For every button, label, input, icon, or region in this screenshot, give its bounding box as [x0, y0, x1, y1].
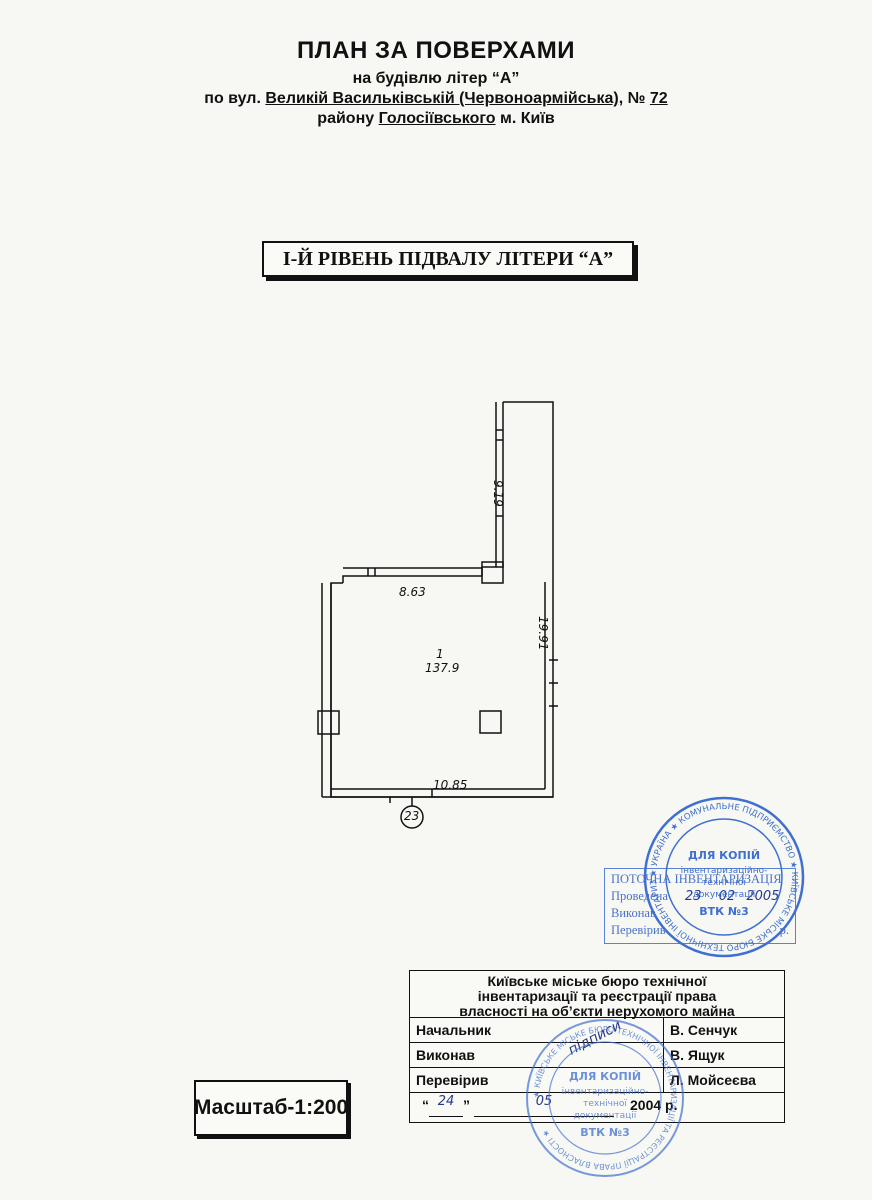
- scale-box: Масштаб-1:200: [194, 1080, 348, 1136]
- address-number: 72: [649, 90, 668, 107]
- bureau-date: “ 24 ” 05 2004 р.: [410, 1093, 784, 1117]
- round-stamp-bottom-inner2: інвентаризаційно-: [562, 1087, 649, 1097]
- inventory-stamp-line2: Проведена 23 02 2005: [611, 888, 789, 905]
- bureau-row-executed: Виконав В. Ящук: [410, 1043, 784, 1068]
- round-stamp-top-inner1: ДЛЯ КОПІЙ: [688, 849, 760, 862]
- bureau-header-line3: власності на об’єкти нерухомого майна: [459, 1003, 735, 1019]
- dimension-bottom: 10.85: [433, 778, 468, 792]
- date-year: 2004 р.: [630, 1097, 678, 1113]
- page-title: ПЛАН ЗА ПОВЕРХАМИ: [297, 37, 575, 64]
- bureau-title-block: Київське міське бюро технічної інвентари…: [409, 970, 785, 1123]
- inventory-date-month: 02: [718, 889, 736, 904]
- bureau-header-line1: Київське міське бюро технічної: [487, 973, 707, 989]
- date-day: 24: [429, 1093, 463, 1117]
- date-open-quote: “: [422, 1097, 429, 1113]
- round-stamp-top-code: ВТК №3: [699, 905, 749, 918]
- inventory-stamp-line4: Перевірив р.: [611, 922, 789, 939]
- level-label: І-Й РІВЕНЬ ПІДВАЛУ ЛІТЕРИ “А”: [282, 247, 614, 270]
- room-number: 1: [436, 647, 444, 661]
- column-corner: [481, 561, 504, 584]
- round-stamp-bottom-inner3: технічної: [583, 1099, 627, 1109]
- round-stamp-top-inner2: інвентаризаційно-: [681, 866, 768, 876]
- column-center: [479, 710, 502, 734]
- round-stamp-bottom-inner4: документації: [574, 1111, 637, 1121]
- bureau-row-date: “ 24 ” 05 2004 р.: [410, 1093, 784, 1117]
- bureau-row-checked: Перевірив Л. Мойсеєва: [410, 1068, 784, 1093]
- inventory-stamp: ПОТОЧНА ІНВЕНТАРИЗАЦІЯ Проведена 23 02 2…: [604, 868, 796, 944]
- column-left: [317, 710, 340, 735]
- bureau-name-executed: В. Ящук: [670, 1047, 725, 1063]
- bureau-name-checked: Л. Мойсеєва: [670, 1072, 756, 1088]
- address-street: Великій Васильківській (Червоноармійська…: [265, 90, 619, 107]
- city-name: м. Київ: [500, 110, 555, 127]
- bureau-role-executed: Виконав: [410, 1043, 664, 1067]
- round-stamp-top-inner4: документації: [693, 890, 756, 900]
- inventory-date-day: 23: [685, 889, 702, 904]
- bureau-role-head: Начальник: [410, 1018, 664, 1042]
- wall-inner: [342, 402, 504, 583]
- address-prefix: по вул.: [204, 90, 261, 107]
- bureau-header: Київське міське бюро технічної інвентари…: [410, 971, 784, 1019]
- round-stamp-bottom-outer: ★ КИЇВСЬКЕ МІСЬКЕ БЮРО ТЕХНІЧНОЇ ІНВЕНТА…: [532, 1025, 678, 1171]
- level-label-box: І-Й РІВЕНЬ ПІДВАЛУ ЛІТЕРИ “А”: [262, 241, 634, 277]
- floor-plan-walls: [317, 401, 558, 829]
- round-stamp-bottom-code: ВТК №3: [580, 1126, 630, 1139]
- room-area: 137.9: [425, 661, 460, 675]
- date-close-quote: ”: [463, 1097, 470, 1113]
- inventory-stamp-label-checked: Перевірив: [611, 923, 666, 937]
- dimension-top: 8.63: [399, 585, 426, 599]
- subtitle-district: району Голосіївського м. Київ: [0, 110, 872, 128]
- district-prefix: району: [317, 110, 375, 127]
- inventory-stamp-line3: Виконав: [611, 906, 656, 920]
- wall-outer: [330, 401, 554, 798]
- bureau-role-checked: Перевірив: [410, 1068, 664, 1092]
- inventory-stamp-year-suffix: р.: [779, 923, 789, 937]
- date-month: 05: [474, 1093, 614, 1117]
- bureau-header-line2: інвентаризації та реєстрації права: [477, 988, 717, 1004]
- axis-marker: [400, 805, 424, 829]
- round-stamp-top: ★ УКРАЇНА ★ КОМУНАЛЬНЕ ПІДПРИЄМСТВО ★ КИ…: [642, 795, 805, 958]
- inventory-date-year: 2005: [746, 889, 780, 904]
- scale-label: Масштаб-1:200: [193, 1096, 349, 1119]
- round-stamp-top-inner3: технічної: [702, 878, 746, 888]
- axis-label: 23: [404, 809, 420, 823]
- district-name: Голосіївського: [378, 110, 496, 127]
- dimension-right: 19.91: [536, 616, 550, 651]
- inventory-stamp-label-conducted: Проведена: [611, 889, 668, 903]
- round-stamp-bottom-inner1: ДЛЯ КОПІЙ: [569, 1070, 641, 1083]
- inventory-stamp-line1: ПОТОЧНА ІНВЕНТАРИЗАЦІЯ: [611, 872, 782, 886]
- subtitle-building: на будівлю літер “А”: [352, 70, 520, 87]
- round-stamp-bottom: ★ КИЇВСЬКЕ МІСЬКЕ БЮРО ТЕХНІЧНОЇ ІНВЕНТА…: [526, 1019, 684, 1177]
- bureau-name-head: В. Сенчук: [670, 1022, 738, 1038]
- subtitle-address: по вул. Великій Васильківській (Червоноа…: [0, 90, 872, 108]
- address-number-prefix: , №: [618, 90, 646, 107]
- dimension-corridor: 9.19: [491, 480, 505, 507]
